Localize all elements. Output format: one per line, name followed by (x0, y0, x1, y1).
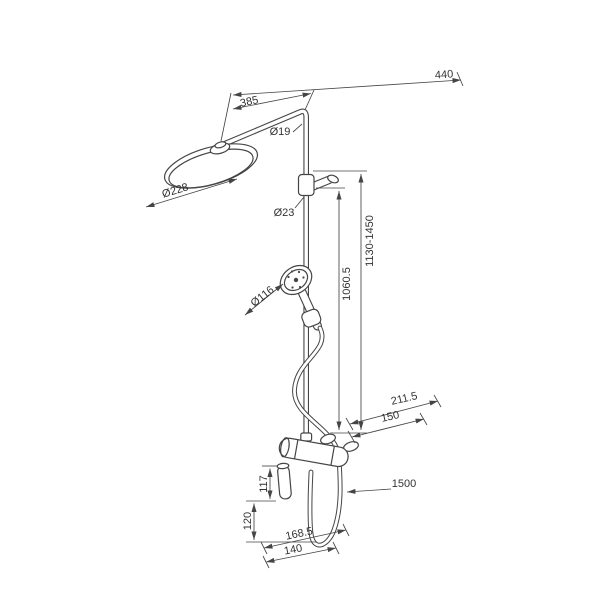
dim-hose-length: 1500 (346, 478, 416, 494)
dim-label: Ø116 (249, 284, 277, 310)
dim-label: 1060.5 (341, 267, 353, 301)
spray-dots (287, 270, 305, 289)
mixer-handle (276, 462, 292, 500)
shower-pipe (221, 108, 309, 440)
dim-label: Ø19 (270, 126, 291, 138)
dim-label: 168.5 (284, 525, 313, 542)
wall-flange-left (320, 433, 336, 445)
slider-bracket (297, 173, 339, 197)
dim-label: 1130-1450 (364, 215, 376, 267)
dim-label: 385 (239, 94, 259, 110)
dim-label: 150 (380, 409, 401, 425)
dim-label: Ø23 (274, 207, 295, 219)
wall-flange-small (327, 174, 339, 184)
dim-label: 1500 (392, 478, 416, 490)
dim-label: 117 (258, 475, 270, 493)
dim-offset-total: 211.5 (345, 390, 442, 431)
dim-slider-diameter: Ø23 (274, 196, 305, 219)
dim-label: 140 (283, 542, 303, 557)
dim-head-diameter: Ø228 (145, 178, 238, 208)
riser-collar (300, 432, 313, 442)
dim-label: 211.5 (390, 390, 419, 408)
dim-pipe-diameter: Ø19 (270, 123, 303, 138)
dim-body-length-total: 168.5 (260, 523, 350, 555)
mixer-valve (276, 432, 359, 500)
dim-arm-projection: 385 (232, 89, 315, 111)
dim-handle-drop: 117 (258, 465, 278, 499)
head-cap-nut (214, 141, 227, 149)
dim-height-range: 1130-1450 (313, 170, 376, 434)
handshower-holder (301, 308, 322, 328)
dim-connection-spacing: 150 (347, 409, 428, 444)
dim-body-length: 140 (262, 541, 340, 569)
dim-handshower-diameter: Ø116 (244, 283, 284, 316)
dim-label: 440 (434, 68, 453, 81)
dim-riser-height: 1060.5 (316, 187, 353, 430)
dim-label: 120 (242, 512, 254, 530)
dim-arm-length: 440 (220, 68, 464, 142)
